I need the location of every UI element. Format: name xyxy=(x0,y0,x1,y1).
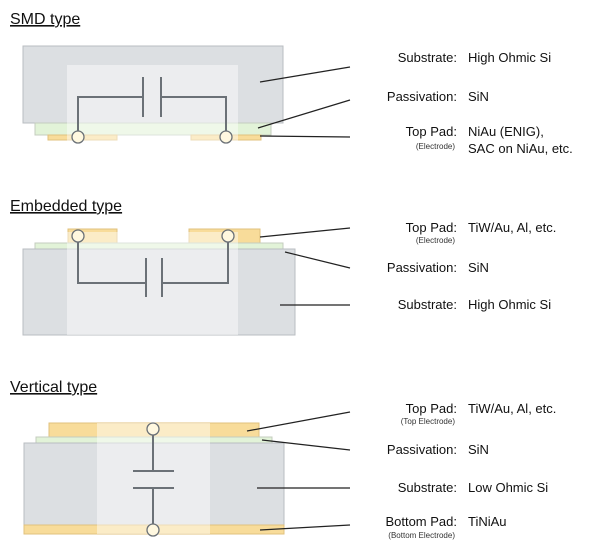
label: Substrate: xyxy=(398,297,457,312)
capacitor-symbol xyxy=(77,242,229,297)
sublabel: (Electrode) xyxy=(416,142,455,151)
terminal xyxy=(146,523,160,537)
value: Low Ohmic Si xyxy=(468,480,548,495)
smd-diagram: SMD type Substrate: High Ohmic Si Passiv… xyxy=(10,11,573,156)
value: TiW/Au, Al, etc. xyxy=(468,401,556,416)
value: SAC on NiAu, etc. xyxy=(468,141,573,156)
value: TiNiAu xyxy=(468,514,507,529)
value: High Ohmic Si xyxy=(468,297,551,312)
label: Passivation: xyxy=(387,260,457,275)
sublabel: (Electrode) xyxy=(416,236,455,245)
capacitor-symbol xyxy=(133,435,174,524)
terminal xyxy=(71,130,85,144)
label: Substrate: xyxy=(398,50,457,65)
label: Top Pad: xyxy=(406,220,457,235)
sublabel: (Top Electrode) xyxy=(401,417,456,426)
value: NiAu (ENIG), xyxy=(468,124,544,139)
embedded-title: Embedded type xyxy=(10,198,122,215)
terminal xyxy=(71,229,85,243)
value: SiN xyxy=(468,442,489,457)
value: High Ohmic Si xyxy=(468,50,551,65)
label: Passivation: xyxy=(387,89,457,104)
passivation xyxy=(34,122,272,136)
terminal xyxy=(146,422,160,436)
vertical-diagram: Vertical type Top Pad: (Top Electrode) T… xyxy=(10,379,556,540)
value: TiW/Au, Al, etc. xyxy=(468,220,556,235)
label: Bottom Pad: xyxy=(385,514,457,529)
sublabel: (Bottom Electrode) xyxy=(388,531,455,540)
value: SiN xyxy=(468,89,489,104)
terminal xyxy=(219,130,233,144)
substrate xyxy=(22,248,296,336)
embedded-diagram: Embedded type Top Pad: (Electrode) TiW/A… xyxy=(10,198,556,336)
label: Top Pad: xyxy=(406,124,457,139)
capacitor-symbol xyxy=(77,77,227,132)
value: SiN xyxy=(468,260,489,275)
highlight-overlay xyxy=(67,65,238,141)
terminal xyxy=(221,229,235,243)
label: Passivation: xyxy=(387,442,457,457)
label: Substrate: xyxy=(398,480,457,495)
vertical-title: Vertical type xyxy=(10,379,97,396)
substrate xyxy=(22,45,284,124)
smd-title: SMD type xyxy=(10,11,80,28)
label: Top Pad: xyxy=(406,401,457,416)
